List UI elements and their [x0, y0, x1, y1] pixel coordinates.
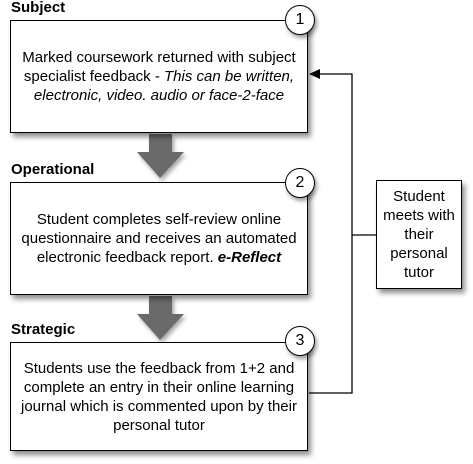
- step-2-text: Student completes self-review online que…: [21, 211, 297, 266]
- feedback-loop-line: [309, 73, 353, 394]
- step-box-1: Marked coursework returned with subject …: [10, 20, 308, 133]
- step-box-2: Student completes self-review online que…: [10, 182, 308, 295]
- down-arrow-1-to-2: [137, 134, 184, 178]
- personal-tutor-text: Student meets with their personal tutor: [383, 188, 455, 281]
- feedback-loop-arrowhead: [309, 69, 320, 79]
- heading-subject: Subject: [11, 0, 66, 16]
- step-2-bold-italic: e-Reflect: [217, 249, 282, 266]
- step-1-italic: This can be written, electronic, video. …: [33, 68, 295, 104]
- personal-tutor-box: Student meets with their personal tutor: [376, 180, 462, 289]
- heading-operational: Operational: [11, 161, 95, 178]
- step-box-3: Students use the feedback from 1+2 and c…: [10, 342, 308, 451]
- step-1-text: Marked coursework returned with subject …: [22, 49, 296, 104]
- step-3-text: Students use the feedback from 1+2 and c…: [21, 359, 297, 434]
- heading-strategic: Strategic: [11, 321, 76, 338]
- step-number-3: 3: [285, 326, 315, 356]
- down-arrow-2-to-3: [137, 296, 184, 340]
- step-number-1: 1: [285, 5, 315, 35]
- step-number-2: 2: [285, 168, 315, 198]
